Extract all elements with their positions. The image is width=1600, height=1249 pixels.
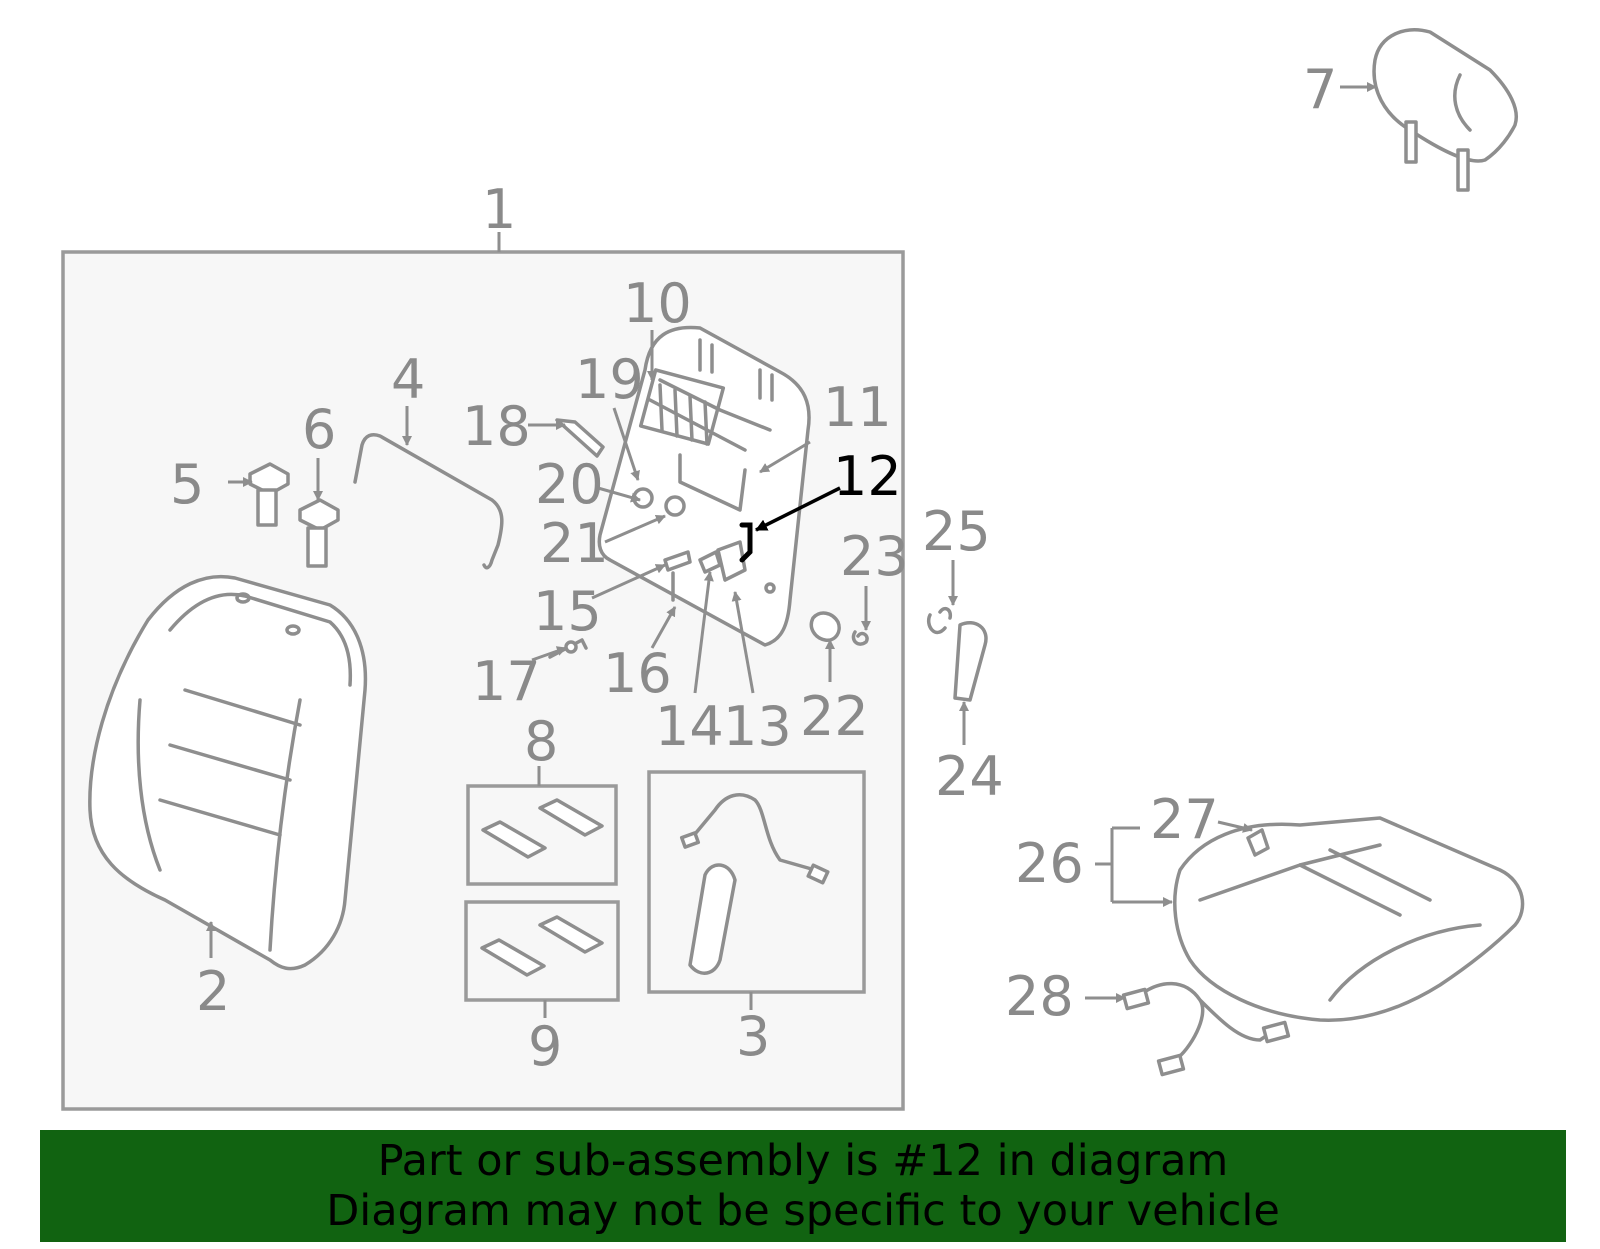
callout-26: 26: [1015, 832, 1084, 895]
leader-lines: [206, 82, 1377, 1018]
callout-2: 2: [196, 960, 230, 1023]
seat-back-cover-drawing: [88, 574, 368, 971]
banner-line-part-number: Part or sub-assembly is #12 in diagram: [377, 1136, 1229, 1186]
callout-19: 19: [575, 348, 644, 411]
callout-labels: 1 2 3 4 5 6 7 8 9 10 11 12 13 14 15 16 1…: [170, 58, 1337, 1078]
part-info-banner: Part or sub-assembly is #12 in diagram D…: [40, 1130, 1566, 1242]
callout-1: 1: [482, 178, 516, 241]
callout-4: 4: [391, 348, 425, 411]
callout-17: 17: [472, 650, 541, 713]
callout-13: 13: [723, 695, 792, 758]
callout-14: 14: [655, 695, 724, 758]
part-12-bracket-drawing: [739, 522, 753, 563]
callout-20: 20: [535, 453, 604, 516]
callout-16: 16: [603, 642, 672, 705]
seat-back-frame-drawing: [597, 325, 811, 647]
callout-22: 22: [800, 685, 869, 748]
callout-23: 23: [840, 525, 909, 588]
callout-10: 10: [623, 272, 692, 335]
seat-cushion-drawing: [1173, 816, 1525, 1022]
callout-28: 28: [1005, 965, 1074, 1028]
callout-15: 15: [533, 580, 602, 643]
callout-9: 9: [528, 1015, 562, 1078]
callout-24: 24: [935, 745, 1004, 808]
banner-line-disclaimer: Diagram may not be specific to your vehi…: [326, 1186, 1280, 1236]
headrest-guide-drawing: [248, 462, 340, 568]
callout-27: 27: [1150, 788, 1219, 851]
callout-25: 25: [922, 500, 991, 563]
callout-3: 3: [736, 1005, 770, 1068]
callout-11: 11: [823, 376, 892, 439]
frame-wire-drawing: [353, 432, 504, 570]
callout-12: 12: [833, 445, 902, 508]
part-3-box: [647, 770, 866, 994]
callout-21: 21: [540, 512, 609, 575]
small-hardware-drawing: [548, 418, 988, 702]
headrest-drawing: [1372, 28, 1518, 192]
callout-18: 18: [462, 395, 531, 458]
callout-6: 6: [302, 398, 336, 461]
part-8-box: [466, 784, 618, 886]
wire-harness-drawing: [1121, 981, 1291, 1077]
callout-7: 7: [1303, 58, 1337, 121]
callout-5: 5: [170, 453, 204, 516]
callout-8: 8: [524, 710, 558, 773]
part-9-box: [464, 900, 620, 1002]
